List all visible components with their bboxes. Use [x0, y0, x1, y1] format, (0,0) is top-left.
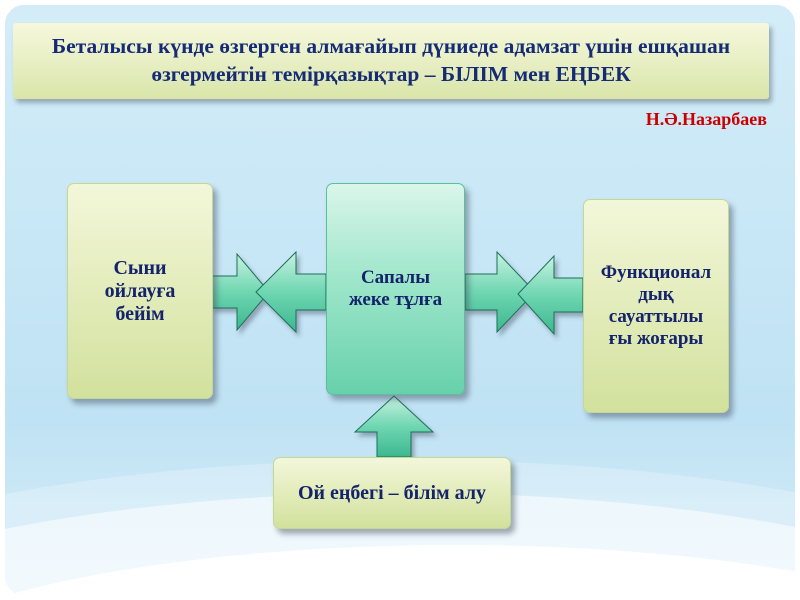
- bottom-box-label: Ой еңбегі – білім алу: [297, 481, 487, 504]
- connector-right-arrows: [464, 250, 584, 336]
- right-box: Функционал дық сауаттылы ғы жоғары: [583, 199, 729, 413]
- connector-left-arrows: [211, 250, 327, 334]
- bottom-box: Ой еңбегі – білім алу: [273, 457, 511, 529]
- left-box: Сыни ойлауға бейім: [67, 183, 213, 399]
- slide-title: Беталысы күнде өзгерген алмағайып дүниед…: [51, 34, 731, 86]
- center-box-label: Сапалы жеке тұлға: [348, 267, 443, 310]
- left-box-label: Сыни ойлауға бейім: [104, 256, 176, 325]
- author-name: Н.Ә.Назарбаев: [645, 109, 767, 129]
- title-banner: Беталысы күнде өзгерген алмағайып дүниед…: [13, 23, 769, 99]
- connector-bottom-arrow: [353, 395, 435, 458]
- right-box-label: Функционал дық сауаттылы ғы жоғары: [600, 262, 712, 349]
- center-box: Сапалы жеке тұлға: [326, 183, 465, 395]
